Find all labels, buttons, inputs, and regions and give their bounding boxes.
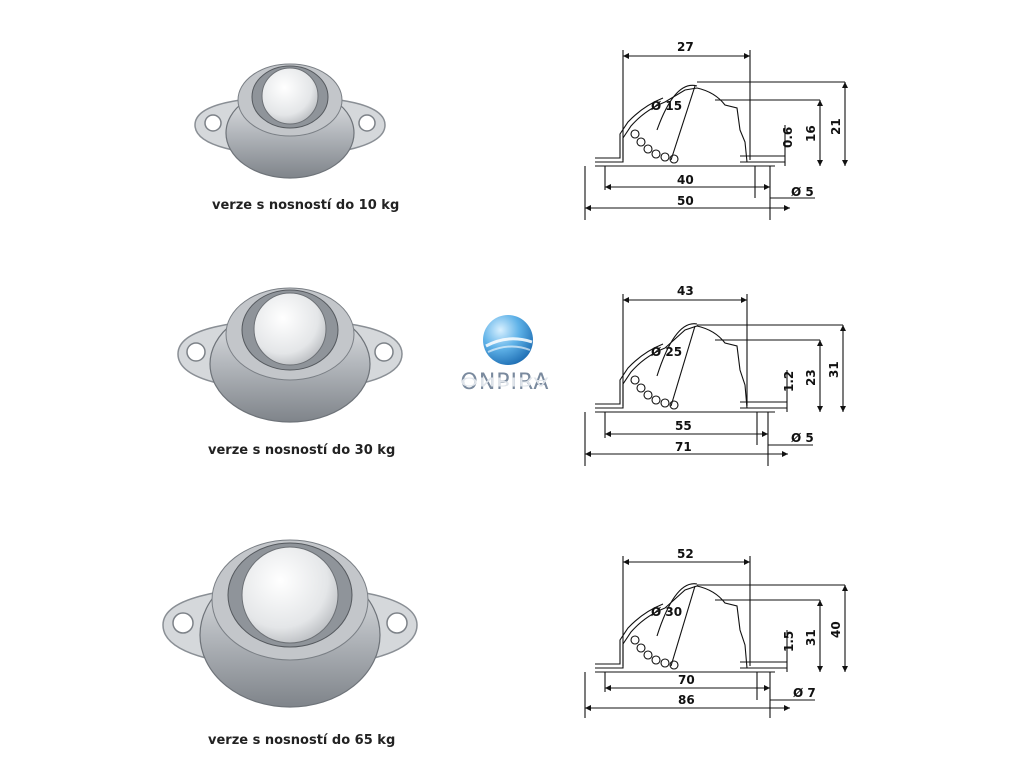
ball-transfer-unit-photo [162, 539, 418, 708]
dim-gap: 0.6 [781, 127, 795, 148]
dim-top-width: 27 [677, 40, 694, 54]
onpira-logo: ONPIRA ONPIRA [440, 312, 570, 417]
variant-caption: verze s nosností do 30 kg [208, 443, 396, 458]
dim-inner-height: 31 [804, 629, 818, 646]
dim-top-width: 52 [677, 547, 694, 561]
ball-transfer-unit-photo [194, 63, 386, 179]
dim-flange-width: 50 [677, 194, 694, 208]
dimension-drawing: 27 Ø 15 0.6 16 21 40 Ø 5 50 [584, 40, 848, 220]
dim-total-height: 31 [827, 361, 841, 378]
dim-total-height: 21 [829, 118, 843, 135]
dim-hole-diameter: Ø 5 [791, 185, 814, 199]
globe-icon [483, 315, 533, 365]
logo-brand-text: ONPIRA [460, 370, 550, 395]
dim-inner-height: 23 [804, 369, 818, 386]
dim-hole-spacing: 55 [675, 419, 692, 433]
dim-ball-diameter: Ø 30 [651, 605, 682, 619]
dimension-drawing: 43 Ø 25 1.2 23 31 55 Ø 5 71 [584, 284, 846, 466]
dimension-drawing: 52 Ø 30 1.5 31 40 70 Ø 7 86 [584, 547, 848, 718]
dim-hole-diameter: Ø 7 [793, 686, 816, 700]
variant-caption: verze s nosností do 65 kg [208, 733, 396, 748]
ball-transfer-unit-photo [177, 287, 403, 423]
dim-hole-spacing: 70 [678, 673, 695, 687]
dim-flange-width: 71 [675, 440, 692, 454]
dim-hole-spacing: 40 [677, 173, 694, 187]
dim-inner-height: 16 [804, 125, 818, 142]
dim-gap: 1.5 [782, 631, 796, 652]
dim-flange-width: 86 [678, 693, 695, 707]
dim-total-height: 40 [829, 621, 843, 638]
logo-brand-reflection: ONPIRA [460, 374, 550, 388]
dim-ball-diameter: Ø 25 [651, 345, 682, 359]
dim-hole-diameter: Ø 5 [791, 431, 814, 445]
dim-top-width: 43 [677, 284, 694, 298]
dim-ball-diameter: Ø 15 [651, 99, 682, 113]
dim-gap: 1.2 [782, 371, 796, 392]
variant-caption: verze s nosností do 10 kg [212, 198, 400, 213]
